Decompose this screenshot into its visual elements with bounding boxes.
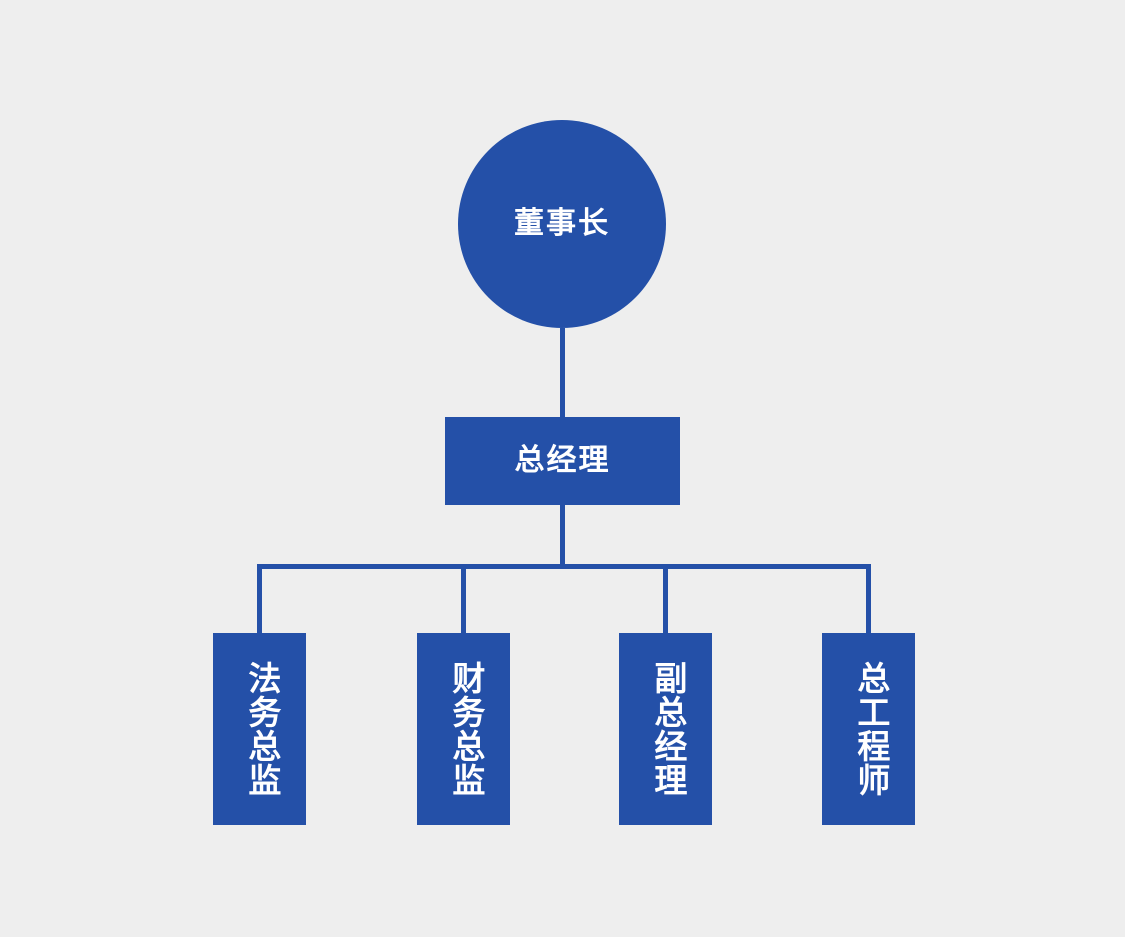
- node-chairman-label: 董事长: [514, 207, 610, 240]
- connector-drop-3: [663, 564, 668, 635]
- connector-drop-2: [461, 564, 466, 635]
- node-deputy-general-manager-label: 副总经理: [649, 661, 687, 797]
- connector-chairman-to-gm: [560, 328, 565, 419]
- node-general-manager-label: 总经理: [514, 444, 611, 477]
- node-chairman[interactable]: 董事长: [458, 120, 666, 328]
- node-chief-engineer-label: 总工程师: [852, 661, 890, 797]
- node-chief-engineer[interactable]: 总工程师: [822, 633, 915, 825]
- node-finance-director-label: 财务总监: [447, 661, 485, 797]
- node-legal-director[interactable]: 法务总监: [213, 633, 306, 825]
- connector-horizontal-bus: [258, 564, 870, 569]
- node-deputy-general-manager[interactable]: 副总经理: [619, 633, 712, 825]
- connector-drop-4: [866, 564, 871, 635]
- node-general-manager[interactable]: 总经理: [445, 417, 680, 505]
- connector-drop-1: [257, 564, 262, 635]
- node-finance-director[interactable]: 财务总监: [417, 633, 510, 825]
- node-legal-director-label: 法务总监: [243, 661, 281, 797]
- connector-gm-drop: [560, 505, 565, 568]
